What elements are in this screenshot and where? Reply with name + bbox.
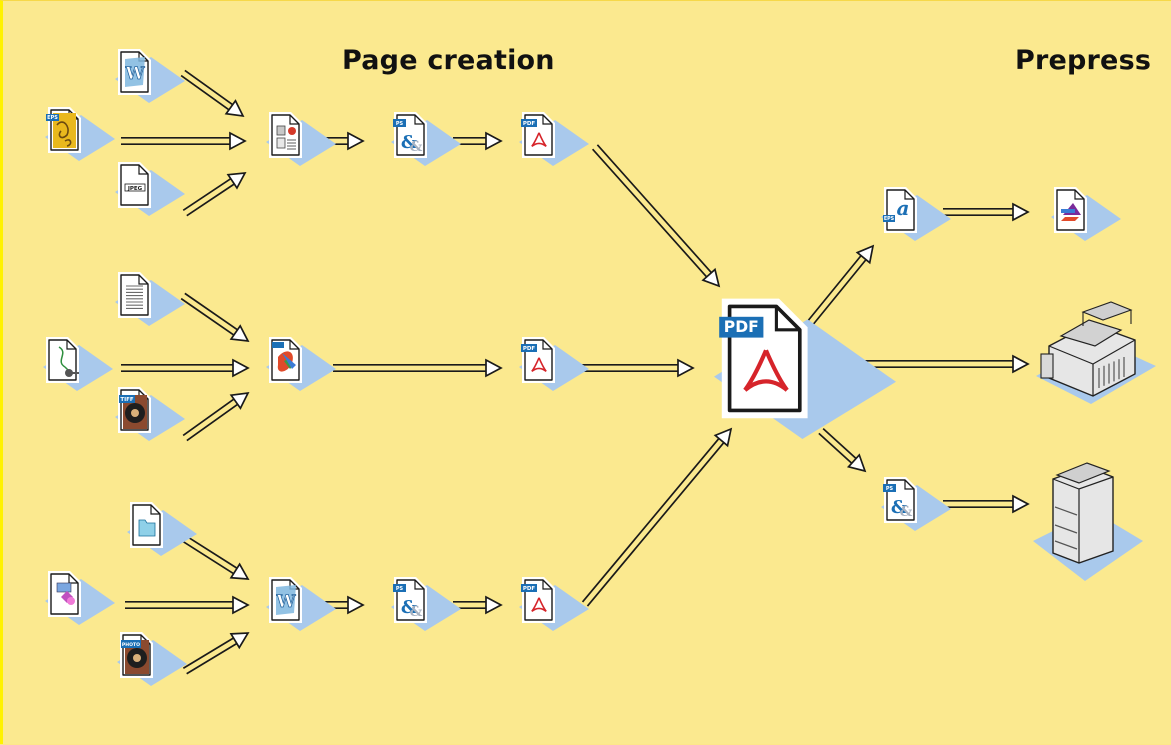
svg-text:TIFF: TIFF xyxy=(120,397,134,403)
flow-arrow xyxy=(943,202,1030,222)
svg-text:JPEG: JPEG xyxy=(127,186,143,192)
jpeg-doc-icon: jpeg-doc-iconJPEG xyxy=(115,162,185,216)
svg-text:&: & xyxy=(891,497,907,518)
svg-text:PS: PS xyxy=(396,586,404,592)
flow-arrow xyxy=(581,427,733,607)
eps-illustration-icon: eps-illustration-iconEPS xyxy=(45,107,115,161)
svg-text:a: a xyxy=(897,196,910,220)
word-doc-icon: word-doc-iconW xyxy=(115,49,185,103)
icon-layer: word-doc-iconWeps-illustration-iconEPSjp… xyxy=(43,49,1156,686)
svg-text:PDF: PDF xyxy=(523,346,536,352)
pdf-doc-icon: pdf-doc-iconPDF xyxy=(519,337,589,391)
flow-arrow xyxy=(943,494,1030,514)
pdf-doc-icon: pdf-doc-iconPDF xyxy=(519,112,589,166)
postscript-doc-icon: postscript-doc-iconPS&& xyxy=(881,477,951,531)
flow-arrow xyxy=(121,131,247,151)
flow-arrow xyxy=(182,535,250,580)
pdf-doc-icon: pdf-doc-iconPDF xyxy=(714,298,896,439)
svg-text:PDF: PDF xyxy=(523,586,536,592)
flow-arrow xyxy=(578,358,695,378)
flow-arrow xyxy=(121,358,250,378)
flow-arrow xyxy=(125,595,250,615)
flow-arrow xyxy=(333,358,503,378)
layout-doc-icon: layout-doc-icon xyxy=(266,112,336,166)
svg-text:&: & xyxy=(900,504,913,520)
svg-text:PS: PS xyxy=(886,486,894,492)
svg-text:&: & xyxy=(410,139,423,155)
svg-text:EPS: EPS xyxy=(884,216,895,222)
flow-arrow xyxy=(180,292,250,343)
shapes-doc-icon: shapes-doc-icon xyxy=(45,571,115,625)
svg-text:&: & xyxy=(401,597,417,618)
word-doc-icon: word-doc-iconW xyxy=(266,577,336,631)
arrow-layer xyxy=(121,69,1030,675)
svg-text:&: & xyxy=(410,604,423,620)
flow-arrow xyxy=(803,244,875,330)
svg-text:PDF: PDF xyxy=(724,318,759,336)
svg-text:W: W xyxy=(275,592,296,612)
graphics-doc-icon: graphics-doc-icon xyxy=(266,337,336,391)
printer-icon: printer-icon xyxy=(1033,462,1143,581)
svg-text:PHOTO: PHOTO xyxy=(122,642,140,648)
flow-arrow xyxy=(180,69,245,118)
text-doc-icon: text-doc-icon xyxy=(115,272,185,326)
folder-doc-icon: folder-doc-icon xyxy=(127,502,197,556)
flow-arrow xyxy=(818,428,867,473)
svg-text:PS: PS xyxy=(396,121,404,127)
flow-arrow xyxy=(182,171,247,217)
postscript-doc-icon: postscript-doc-iconPS&& xyxy=(391,577,461,631)
flow-arrow xyxy=(182,632,250,675)
eps-font-icon: eps-font-iconaEPS xyxy=(881,187,951,241)
pdf-doc-icon: pdf-doc-iconPDF xyxy=(519,577,589,631)
imagesetter-icon: imagesetter-icon xyxy=(1036,301,1156,404)
photo-image-icon: photo-image-iconPHOTO xyxy=(117,632,187,686)
flow-arrow xyxy=(591,144,721,288)
svg-text:EPS: EPS xyxy=(47,115,58,121)
postscript-doc-icon: postscript-doc-iconPS&& xyxy=(391,112,461,166)
drawing-doc-icon: drawing-doc-icon xyxy=(43,337,113,391)
tiff-image-icon: tiff-image-iconTIFF xyxy=(115,387,185,441)
svg-text:PDF: PDF xyxy=(523,121,536,127)
prepress-doc-icon: prepress-doc-icon xyxy=(1051,187,1121,241)
prepress-heading: Prepress xyxy=(1015,45,1152,76)
svg-text:W: W xyxy=(124,64,145,84)
svg-text:&: & xyxy=(401,132,417,153)
flow-arrow xyxy=(453,131,503,151)
flow-arrow xyxy=(182,391,250,442)
page-creation-heading: Page creation xyxy=(342,45,555,76)
